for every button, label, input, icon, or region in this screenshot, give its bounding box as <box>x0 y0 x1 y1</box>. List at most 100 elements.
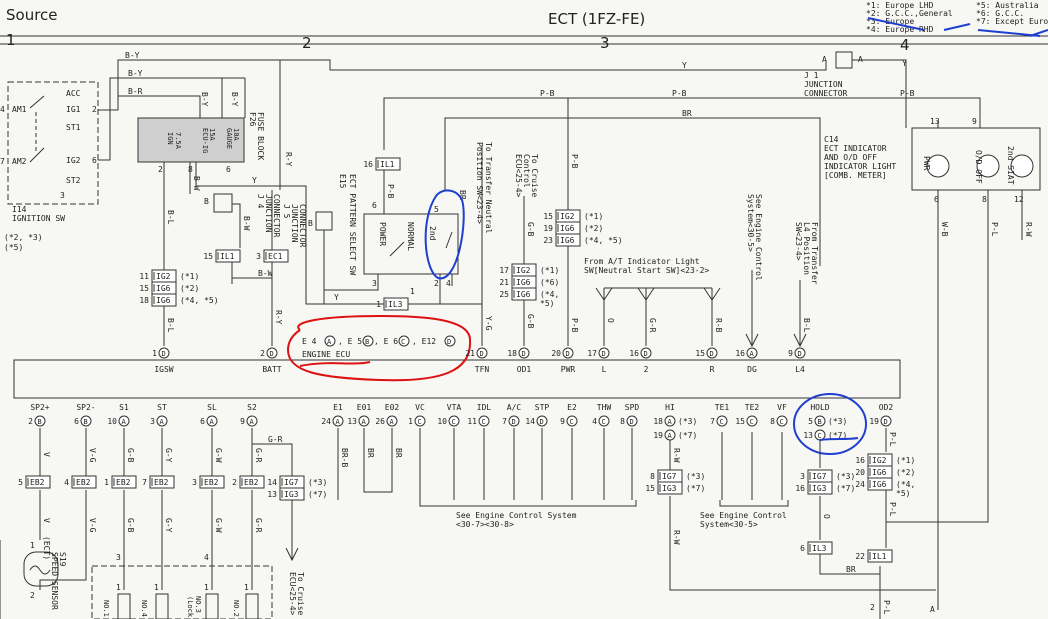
wire-label-bw-2: B-W <box>242 216 251 231</box>
ecu-bottom-pin-number: 11 <box>467 417 477 426</box>
ecu-top-pin-name: PWR <box>561 365 576 374</box>
wire-label-vg: V-G <box>88 448 97 463</box>
j5-code: J 5 <box>282 204 291 219</box>
wire-label-br-4: BR-B <box>340 448 349 467</box>
ecu-bottom-pin-name: SP2+ <box>30 403 49 412</box>
ecu-code-d-circle <box>444 335 456 347</box>
ecu-bottom-pin-letter: B <box>38 418 42 426</box>
fuse-3-name: GAUGE <box>225 128 233 149</box>
ecu-bottom-pin-letter: D <box>884 418 888 426</box>
ecu-bottom-pin-circle <box>358 415 370 427</box>
j4-box <box>213 193 233 213</box>
col-number-3: 3 <box>600 34 610 52</box>
ecu-bottom-pin-letter: A <box>668 418 673 426</box>
ecu-bottom-pin-number: 1 <box>408 417 413 426</box>
ecu-bottom-pin-number: 9 <box>240 417 245 426</box>
conn-ig2-17-pin: 17 <box>499 266 509 275</box>
sol-pin-1b: 1 <box>154 583 159 592</box>
ecu-top-pin-circle <box>746 347 758 359</box>
left-drops: B-L B-L Y B-W B-W B-W R-Y R-Y Y <box>163 60 384 346</box>
wire-label-gb: G-B <box>526 222 535 237</box>
wire-label-bw-3: B-W <box>258 269 273 278</box>
solenoid-2-label: NO.2 <box>232 600 240 617</box>
wire-label-br: B-R <box>128 87 143 96</box>
ecu-bottom-pin-letter: C <box>452 418 456 426</box>
legend-4: *4: Europe RHD <box>866 25 934 34</box>
wire-hi-2 <box>669 496 936 591</box>
ecu-bottom-pin-circle <box>206 415 218 427</box>
indicator-pin-9: 9 <box>972 117 977 126</box>
ecu-bottom-pin-number: 8 <box>770 417 775 426</box>
conn-ig3-13-label: IG3 <box>284 490 299 499</box>
ecu-code-e4: E 4 <box>302 337 317 346</box>
ign-pin-4: 4 <box>0 105 5 114</box>
ecu-bottom-pin-circle <box>80 415 92 427</box>
wire-label-pb-2: P-B <box>672 89 687 98</box>
top-wires: Y Y P-B P-B P-B BR <box>280 59 981 266</box>
pattern-pin-4: 4 <box>446 279 451 288</box>
ecu-code-d: D <box>447 338 451 346</box>
conn-ig6-24-suffix-2: *5) <box>896 489 910 498</box>
conn-eb2-7-pin: 7 <box>142 478 147 487</box>
wire-y-right <box>852 59 907 120</box>
conn-il3-b-label: IL3 <box>812 544 827 553</box>
ecu-bottom-pin-name: THW <box>597 403 612 412</box>
conn-ig6-18-box <box>151 293 177 307</box>
ign-pin-6: 6 <box>92 156 97 165</box>
ref-ft-2: L4 Position <box>802 222 811 275</box>
ecu-top-pin-circle <box>562 347 574 359</box>
ecu-bottom-pin-number: 7 <box>502 417 507 426</box>
ecu-bottom-pin-letter: C <box>750 418 754 426</box>
pattern-label: ECT PATTERN SELECT SW <box>348 174 357 275</box>
ecu-bottom-pin-letter: C <box>780 418 784 426</box>
speed-sensor: S19 SPEED SENSOR (ECT) 1 2 <box>0 536 67 619</box>
sol-pin-3: 3 <box>116 553 121 562</box>
ecu-bottom-pin-circle <box>386 415 398 427</box>
j5-label: JUNCTION <box>290 204 299 243</box>
wire-label-v-2: V <box>42 518 51 523</box>
ecu-top-pin-circle <box>598 347 610 359</box>
ecu-pin-hi-alt-letter: A <box>668 432 673 440</box>
ecu-bottom-pin-circle <box>34 415 46 427</box>
wire-label-gr-3: G-R <box>254 518 263 533</box>
arrow-rb <box>703 287 721 301</box>
indicator-pwr-lamp <box>926 154 950 178</box>
ecu-bottom-pin-circle <box>626 415 638 427</box>
conn-ig2-11-pin: 11 <box>139 272 149 281</box>
pattern-pin-3: 3 <box>372 279 377 288</box>
conn-ig2-15-label: IG2 <box>560 212 575 221</box>
ecu-bottom-pin-number: 9 <box>560 417 565 426</box>
ecu-bottom-pin-name: A/C <box>507 403 522 412</box>
ecu-bottom-pin-number: 14 <box>525 417 535 426</box>
ecu-bottom-pin-letter: C <box>720 418 724 426</box>
conn-ig6-20-label: IG6 <box>872 468 887 477</box>
ecu-bottom-pin-number: 15 <box>735 417 745 426</box>
fuse-1-name: IGN <box>166 132 174 145</box>
ecu-top-pin-name: L4 <box>795 365 805 374</box>
col-number-4: 4 <box>900 36 910 54</box>
wire-label-bl-2: B-L <box>166 318 175 333</box>
wire-label-v: V <box>42 452 51 457</box>
ecu-code-b: B <box>365 338 369 346</box>
wire-label-a: A <box>930 605 935 614</box>
ecu-bottom-pin-letter: A <box>390 418 395 426</box>
ecu-top-pin-letter: D <box>644 350 648 358</box>
ref-sec-1: See Engine Control System <box>456 511 577 520</box>
conn-ig6-15-label: IG6 <box>156 284 171 293</box>
ecu-pin-hi-alt: A19(*7) <box>653 429 697 441</box>
conn-ig3-15-label: IG3 <box>662 484 677 493</box>
conn-ig6-15-suffix: (*2) <box>180 284 199 293</box>
